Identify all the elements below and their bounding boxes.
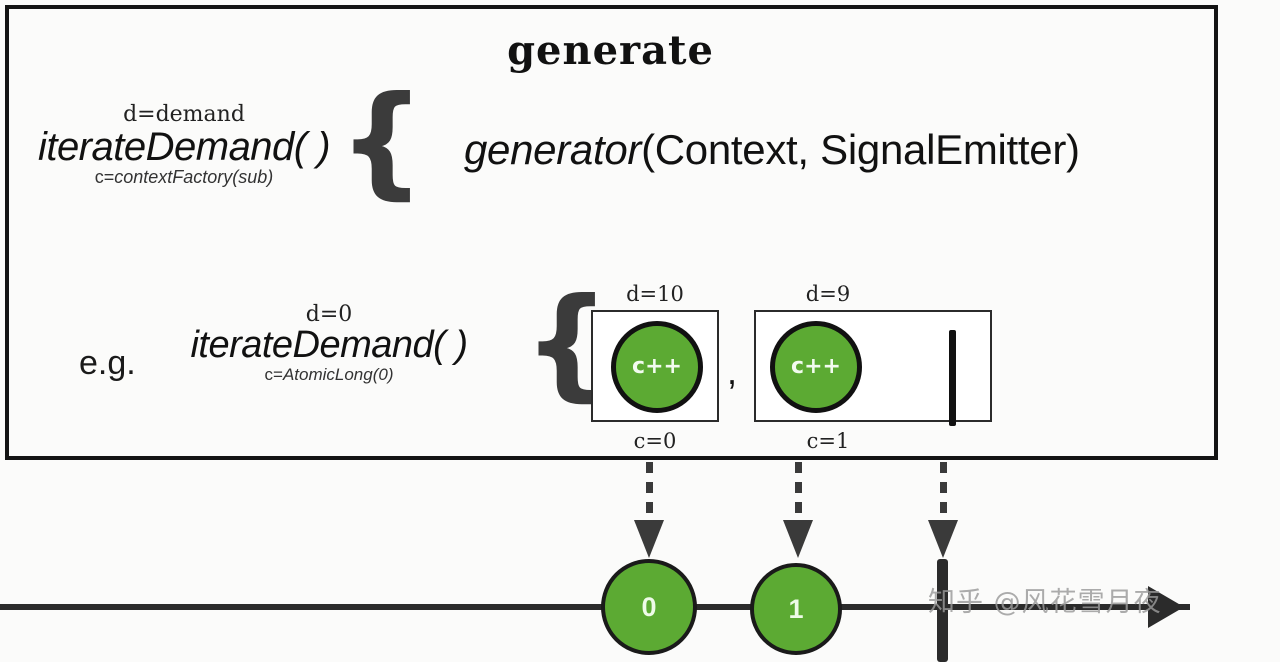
- arrow-stem: [646, 462, 653, 524]
- box-context-label: c=0: [633, 429, 677, 453]
- generator-args: (Context, SignalEmitter): [641, 126, 1080, 173]
- iterate-demand-block-example: d=0 iterateDemand( ) c=AtomicLong(0): [159, 304, 499, 385]
- marble-label: 1: [788, 593, 804, 624]
- timeline-arrowhead-icon: [1148, 586, 1184, 628]
- curly-brace-icon: {: [338, 72, 425, 211]
- list-separator: ,: [727, 351, 738, 392]
- marble-timeline: [0, 604, 1190, 610]
- cpp-ball-icon: c++: [611, 321, 703, 413]
- box-context-label: c=1: [806, 429, 850, 453]
- context-label-prefix: c=: [94, 167, 115, 187]
- arrow-head: [928, 520, 958, 558]
- cpp-ball-label: c++: [791, 354, 841, 379]
- context-label-value: contextFactory(sub): [114, 167, 274, 187]
- generator-signature: generator(Context, SignalEmitter): [464, 126, 1194, 174]
- example-label: e.g.: [79, 344, 136, 382]
- cpp-ball-icon: c++: [770, 321, 862, 413]
- arrow-stem: [795, 462, 802, 524]
- arrow-head: [783, 520, 813, 558]
- timeline-complete-bar-icon: [937, 559, 948, 662]
- watermark: 知乎 @风花雪月夜: [928, 587, 1162, 618]
- emitted-value-box: d=9 c++ c=1: [754, 282, 992, 453]
- marble-item: 1: [750, 563, 842, 655]
- context-label-example: c=AtomicLong(0): [159, 364, 499, 385]
- iterate-demand-name-example: iterateDemand( ): [190, 324, 468, 366]
- emission-arrow-icon: [634, 462, 664, 562]
- context-label-generic: c=contextFactory(sub): [14, 167, 354, 188]
- signature-row: d=demand iterateDemand( ) c=contextFacto…: [9, 81, 1222, 234]
- generate-panel: generate d=demand iterateDemand( ) c=con…: [5, 5, 1218, 460]
- box-demand-label: d=9: [805, 282, 851, 306]
- iterate-demand-block-generic: d=demand iterateDemand( ) c=contextFacto…: [14, 104, 354, 188]
- box-demand-label: d=10: [626, 282, 684, 306]
- page-title: generate: [507, 27, 714, 74]
- demand-label-example: d=0: [305, 302, 353, 327]
- arrow-head: [634, 520, 664, 558]
- emission-arrow-icon: [783, 462, 813, 562]
- emission-arrow-icon: [928, 462, 958, 562]
- marble-item: 0: [601, 559, 697, 655]
- emitted-value-box: d=10 c++ c=0: [591, 282, 719, 453]
- marble-label: 0: [641, 591, 657, 622]
- demand-label-generic: d=demand: [123, 102, 245, 127]
- context-label-value-example: AtomicLong(0): [282, 364, 394, 384]
- generator-name: generator: [464, 126, 642, 173]
- complete-bar-icon: [949, 330, 956, 426]
- example-row: e.g. d=0 iterateDemand( ) c=AtomicLong(0…: [9, 282, 1222, 459]
- arrow-stem: [940, 462, 947, 524]
- context-label-prefix-example: c=: [264, 364, 283, 384]
- cpp-ball-label: c++: [632, 354, 682, 379]
- iterate-demand-name-generic: iterateDemand( ): [37, 125, 331, 169]
